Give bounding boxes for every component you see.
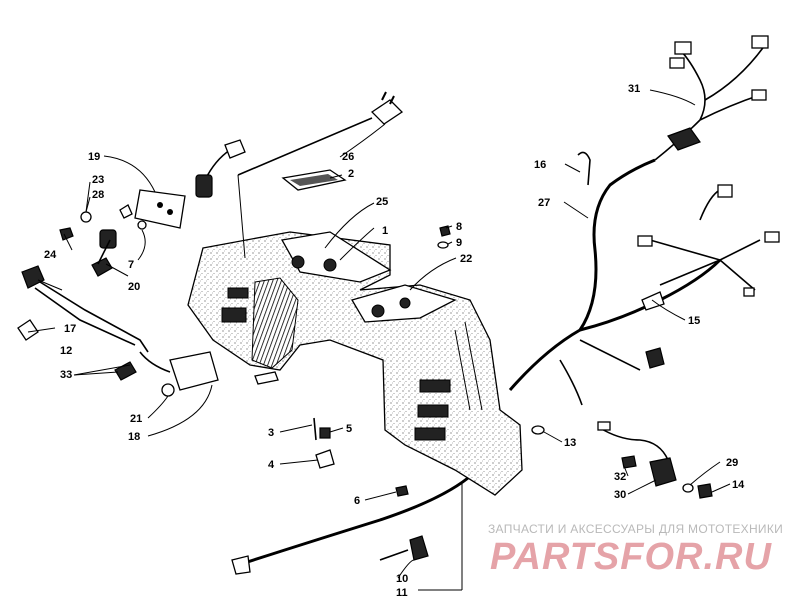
callout-18: 18 [128,431,140,443]
callout-27: 27 [538,197,550,209]
callout-7: 7 [128,259,134,271]
callout-28: 28 [92,189,104,201]
callout-32: 32 [614,471,626,483]
callout-22: 22 [460,253,472,265]
callout-12: 12 [60,345,72,357]
callout-16: 16 [534,159,546,171]
key-switch-assembly [17,265,171,381]
callout-30: 30 [614,489,626,501]
watermark-tagline: ЗАПЧАСТИ И АКСЕССУАРЫ ДЛЯ МОТОТЕХНИКИ [488,522,784,536]
screw-washer [437,225,451,249]
callout-10: 10 [396,573,408,585]
callout-1: 1 [382,225,388,237]
knob [161,383,175,397]
console-housing [187,231,523,496]
callout-33: 33 [60,369,72,381]
callout-13: 13 [564,437,576,449]
housing-slot [419,379,451,393]
gauge-hole [291,255,305,269]
washer [80,211,92,223]
callout-26: 26 [342,151,354,163]
nut [59,227,74,241]
callout-31: 31 [628,83,640,95]
callout-14: 14 [732,479,745,491]
callout-3: 3 [268,427,274,439]
callout-24: 24 [44,249,57,261]
switch-body [195,174,213,198]
clip-assembly [313,417,335,469]
callout-5: 5 [346,423,352,435]
switch-panel [161,351,279,397]
callout-labels: 1 2 3 4 5 6 7 8 9 10 11 12 13 14 15 16 1… [44,83,745,599]
gauge-hole [399,297,411,309]
housing-slot [227,287,249,299]
plug-connector [237,91,404,259]
callout-20: 20 [128,281,140,293]
callout-29: 29 [726,457,738,469]
gauge-hole [371,304,385,318]
housing-slot [221,307,247,323]
callout-25: 25 [376,196,388,208]
console-opening [251,277,299,369]
callout-2: 2 [348,168,354,180]
decal-plate [281,169,347,191]
grommet [531,425,545,435]
callout-15: 15 [688,315,700,327]
callout-4: 4 [268,459,275,471]
leader-lines [27,89,731,591]
callout-11: 11 [396,587,408,599]
screw [395,485,409,497]
housing-slot [414,427,446,441]
callout-9: 9 [456,237,462,249]
callout-6: 6 [354,495,360,507]
gauge-hole [323,258,337,272]
lower-cable [231,476,469,575]
wiring-harness [508,35,780,406]
housing-slot [417,404,449,418]
regulator-assembly [597,421,713,499]
callout-23: 23 [92,174,104,186]
switch-bracket [134,139,246,229]
callout-19: 19 [88,151,100,163]
callout-21: 21 [130,413,142,425]
callout-17: 17 [64,323,76,335]
small-hardware [59,204,147,277]
switch-body [99,229,117,249]
callout-8: 8 [456,221,462,233]
watermark-logo: PARTSFOR.RU [490,536,772,578]
